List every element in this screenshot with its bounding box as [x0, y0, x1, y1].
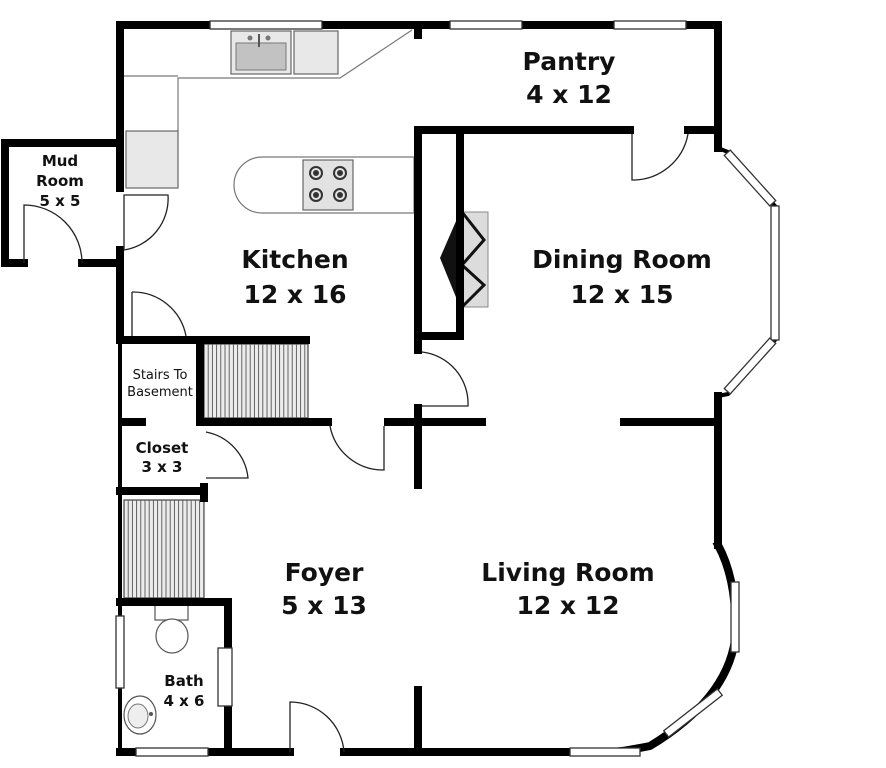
kitchen-counter [124, 29, 413, 132]
refrigerator-icon [125, 130, 179, 189]
closet-size: 3 x 3 [142, 458, 183, 476]
sink-icon [230, 30, 292, 75]
kitchen-size: 12 x 16 [243, 280, 346, 309]
pantry-size: 4 x 12 [526, 80, 612, 109]
bath-label: Bath [164, 672, 203, 690]
pantry-label: Pantry [523, 47, 616, 76]
kitchen-label: Kitchen [241, 245, 348, 274]
stairs-basement-label-2: Basement [127, 385, 193, 400]
toilet-icon [154, 604, 189, 654]
mud-room-label-2: Room [36, 172, 84, 190]
bath-sink-icon [123, 695, 157, 735]
foyer-label: Foyer [285, 558, 364, 587]
foyer-size: 5 x 13 [281, 591, 367, 620]
closet-label: Closet [136, 439, 189, 457]
window-icon [115, 20, 780, 757]
stairs-icon [203, 343, 309, 419]
door-swing-icon [23, 133, 689, 753]
mud-room-size: 5 x 5 [40, 192, 81, 210]
stairs-icon [123, 499, 205, 599]
dishwasher-icon [293, 30, 339, 75]
stairs-basement-label-1: Stairs To [133, 368, 188, 383]
living-room-size: 12 x 12 [516, 591, 619, 620]
bath-size: 4 x 6 [164, 692, 205, 710]
dining-room-label: Dining Room [532, 245, 712, 274]
living-room-label: Living Room [481, 558, 654, 587]
mud-room-label-1: Mud [42, 152, 78, 170]
stove-icon [302, 159, 354, 211]
dining-room-size: 12 x 15 [570, 280, 673, 309]
